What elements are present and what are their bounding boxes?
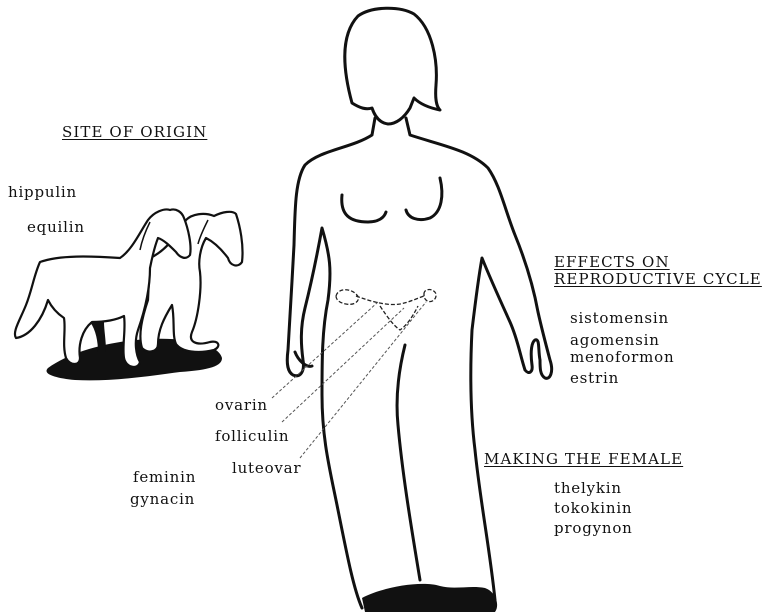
label-progynon: progynon (554, 521, 633, 536)
heading-effects-line2: REPRODUCTIVE CYCLE (554, 271, 762, 288)
label-agomensin: agomensin (570, 333, 660, 348)
leader-folliculin (282, 308, 404, 422)
heading-making-the-female: MAKING THE FEMALE (484, 451, 683, 468)
leader-luteovar (300, 302, 426, 458)
label-tokokinin: tokokinin (554, 501, 632, 516)
female-figure (287, 8, 551, 608)
label-folliculin: folliculin (215, 429, 289, 444)
heading-effects-on-reproductive-cycle: EFFECTS ON REPRODUCTIVE CYCLE (554, 254, 762, 289)
heading-effects-line1: EFFECTS ON (554, 254, 762, 271)
label-sistomensin: sistomensin (570, 311, 669, 326)
label-feminin: feminin (133, 470, 196, 485)
label-equilin: equilin (27, 220, 85, 235)
label-thelykin: thelykin (554, 481, 622, 496)
head-hair (345, 8, 440, 124)
uterus-outline (380, 306, 418, 330)
label-ovarin: ovarin (215, 398, 268, 413)
label-gynacin: gynacin (130, 492, 195, 507)
feet-shadow (362, 584, 497, 612)
ovaries-diagram (336, 290, 436, 331)
right-ovary (424, 290, 436, 302)
label-hippulin: hippulin (8, 185, 77, 200)
body-left-side (287, 118, 375, 608)
left-ovary (336, 290, 358, 305)
chest-right (406, 178, 442, 220)
heading-site-of-origin: SITE OF ORIGIN (62, 124, 207, 141)
fallopian-tubes (356, 296, 424, 305)
label-menoformon: menoformon (570, 350, 674, 365)
leader-lines (272, 302, 426, 458)
horse-leg-shade (90, 322, 106, 352)
label-luteovar: luteovar (232, 461, 301, 476)
body-right-side (406, 118, 552, 600)
chest-left (342, 195, 386, 222)
label-estrin: estrin (570, 371, 619, 386)
inner-legs (397, 345, 420, 580)
